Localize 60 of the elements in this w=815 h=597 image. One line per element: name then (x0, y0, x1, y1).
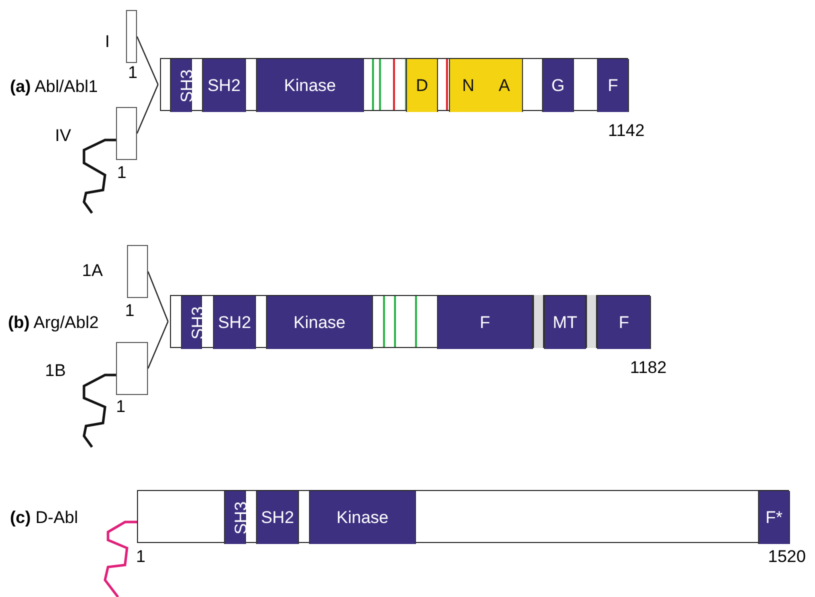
domain-label: MT (552, 312, 578, 332)
domain-box (542, 59, 574, 112)
domain-box (758, 491, 790, 544)
domain-box (449, 59, 523, 112)
domain-box (181, 296, 202, 349)
protein-bar (160, 58, 628, 111)
exon-label: 1B (45, 362, 66, 379)
exon-box (127, 245, 148, 298)
exon-label: IV (55, 127, 72, 144)
residue-number: 1 (116, 398, 126, 415)
domain-box (224, 491, 246, 544)
domain-label: Kinase (294, 312, 346, 332)
domain-label: D (416, 76, 428, 96)
domain-label: SH2 (218, 312, 252, 332)
domain-label: Kinase (336, 508, 388, 528)
domain-label: G (551, 76, 565, 96)
protein-bar (137, 490, 789, 543)
protein-name: (a) Abl/Abl1 (10, 78, 98, 95)
domain-box (597, 296, 651, 349)
residue-number: 1 (117, 164, 126, 181)
domain-box (256, 59, 364, 112)
domain-label: SH3 (232, 500, 252, 534)
domain-box (544, 296, 586, 349)
connector-line (147, 271, 169, 322)
protein-bar (170, 295, 650, 348)
domain-label: F* (766, 508, 782, 528)
domain-box (213, 296, 256, 349)
domain-label: F (480, 312, 490, 332)
connector-line (147, 321, 169, 369)
domain-box (437, 296, 533, 349)
residue-number: 1520 (768, 548, 806, 565)
residue-number: 1 (128, 64, 138, 81)
domain-label: N (462, 76, 474, 96)
connector-line (136, 36, 159, 85)
domain-box (202, 59, 246, 112)
protein-name: (c) D-Abl (10, 509, 78, 526)
domain-label: F (618, 312, 630, 332)
exon-label: I (105, 33, 110, 50)
domain-label: F (608, 76, 618, 96)
domain-label: SH3 (178, 68, 198, 102)
domain-box (266, 296, 373, 349)
domain-box (170, 59, 192, 112)
protein-name: (b) Arg/Abl2 (8, 314, 99, 331)
domain-label: SH2 (260, 508, 294, 528)
domain-box (309, 491, 416, 544)
exon-box (126, 10, 137, 63)
residue-number: 1182 (630, 359, 667, 376)
residue-number: 1142 (608, 122, 645, 139)
exon-box (116, 107, 137, 160)
connector-line (136, 84, 159, 134)
exon-box (116, 342, 148, 395)
domain-label: A (498, 76, 510, 96)
domain-box (597, 59, 629, 112)
residue-number: 1 (136, 548, 146, 565)
domain-label: Kinase (284, 76, 336, 96)
domain-box (406, 59, 438, 112)
residue-number: 1 (125, 302, 134, 319)
exon-label: 1A (82, 262, 103, 279)
domain-box (256, 491, 299, 544)
domain-label: SH2 (207, 76, 241, 96)
